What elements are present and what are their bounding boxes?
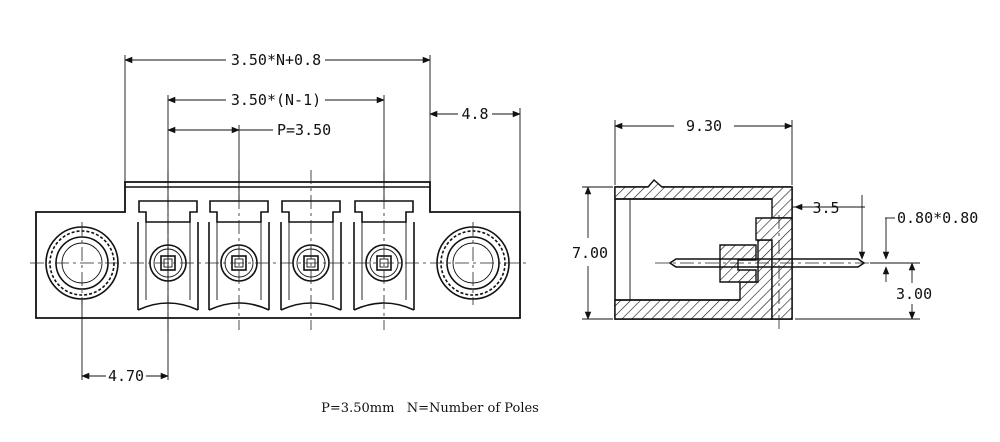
dim-depth-label: 9.30 [686,117,722,135]
footer-note: P=3.50mm N=Number of Poles [321,401,539,416]
dim-span-label: 3.50*(N-1) [231,91,321,109]
dim-first-pin-label: 4.70 [108,367,144,385]
dim-total-label: 3.50*N+0.8 [231,51,321,69]
dim-pin-section-label: 0.80*0.80 [897,209,978,227]
pin-holder-section [719,244,757,283]
cell-inner-walls [216,222,262,300]
rear-wall-section [755,217,793,320]
cell-inner-walls [361,222,407,300]
cell-inner-walls [145,222,191,300]
dim-height-label: 7.00 [572,244,608,262]
cell-walls [137,222,199,310]
cell-walls [353,222,415,310]
housing-outline [35,181,521,319]
cell-inner-walls [288,222,334,300]
side-view: 9.30 7.00 3.5 0.80*0.80 3.00 [572,117,978,330]
dim-flange-label: 4.8 [461,105,488,123]
front-view: 3.50*N+0.8 3.50*(N-1) P=3.50 4.8 4.70 [30,51,528,385]
cell-walls [280,222,342,310]
dim-pitch-label: P=3.50 [277,121,331,139]
dim-pin-height-label: 3.00 [896,285,932,303]
cell-walls [208,222,270,310]
dim-step-label: 3.5 [812,199,839,217]
